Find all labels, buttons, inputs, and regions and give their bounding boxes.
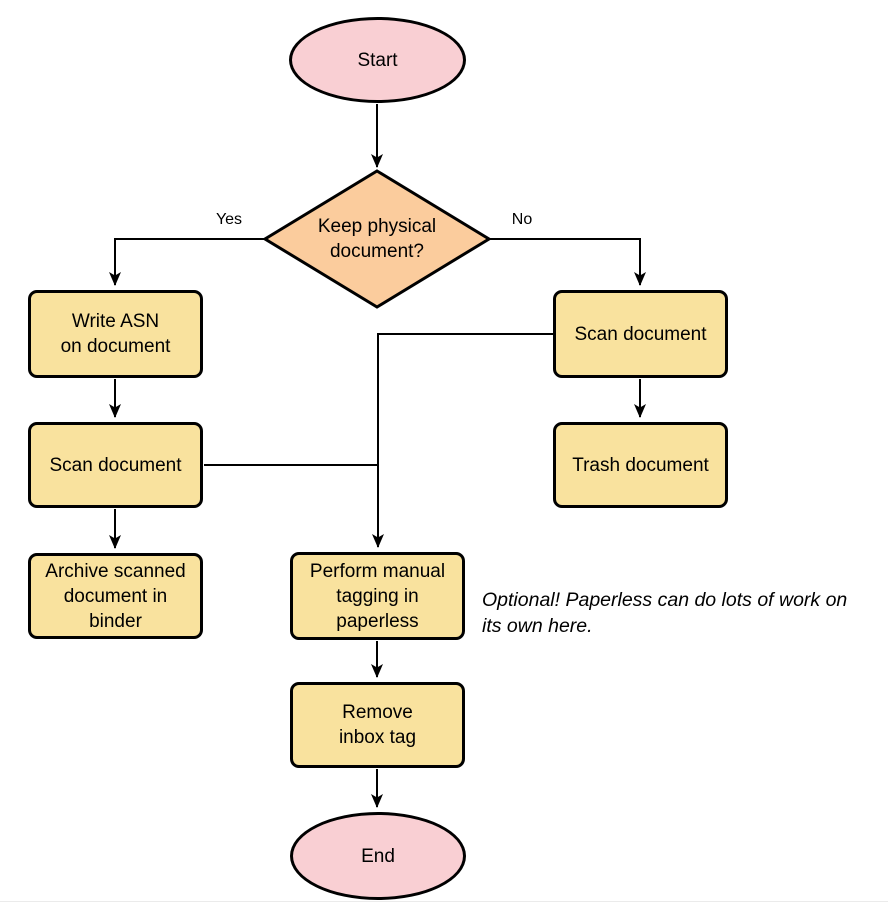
edge-decision-no-to-scan-right xyxy=(488,238,646,286)
edge-label-yes: Yes xyxy=(203,211,255,229)
bottom-divider xyxy=(0,901,888,902)
node-trash-document: Trash document xyxy=(553,422,728,508)
node-perform-manual-tagging: Perform manual tagging in paperless xyxy=(290,552,465,640)
node-start-label: Start xyxy=(357,49,398,71)
node-scan-document-left: Scan document xyxy=(28,422,203,508)
node-write-asn: Write ASN on document xyxy=(28,290,203,378)
node-decision-shape xyxy=(262,169,492,309)
node-archive-in-binder: Archive scanned document in binder xyxy=(28,553,203,639)
node-scan-document-right: Scan document xyxy=(553,290,728,378)
node-end: End xyxy=(290,812,466,900)
edge-label-no: No xyxy=(497,211,547,229)
edge-scan-right-to-perform xyxy=(372,333,553,548)
node-start: Start xyxy=(289,17,466,103)
edge-decision-yes-to-write-asn xyxy=(109,238,266,286)
node-decision-label: Keep physical document? xyxy=(317,216,437,262)
node-end-label: End xyxy=(361,845,395,867)
node-remove-inbox-tag: Remove inbox tag xyxy=(290,682,465,768)
annotation-optional-note: Optional! Paperless can do lots of work … xyxy=(482,589,848,637)
